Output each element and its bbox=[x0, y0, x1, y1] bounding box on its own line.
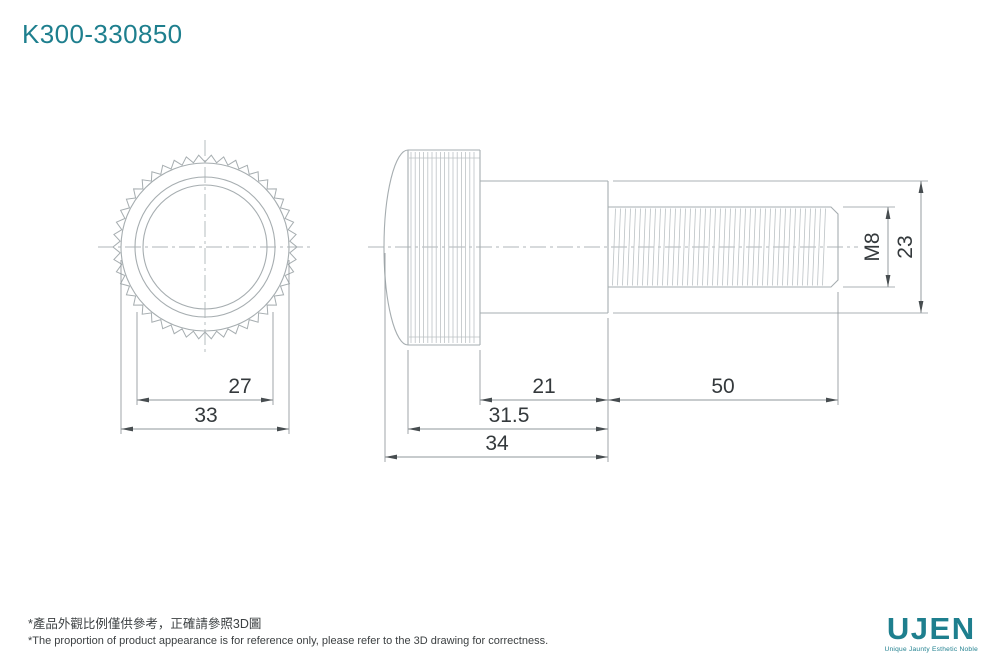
knurl-serration-ring bbox=[112, 154, 298, 340]
knob-rim-circle bbox=[134, 176, 276, 318]
knob-outer-circle bbox=[120, 162, 290, 332]
dim-collar-length: 21 bbox=[532, 375, 555, 398]
note-english: *The proportion of product appearance is… bbox=[28, 635, 549, 647]
front-view bbox=[112, 154, 298, 340]
dim-head-length: 31.5 bbox=[489, 404, 530, 427]
dim-total-head-length: 34 bbox=[485, 432, 509, 455]
part-number: K300-330850 bbox=[22, 19, 183, 49]
ujen-logo: UJEN Unique Jaunty Esthetic Noble bbox=[884, 613, 978, 653]
footer-notes: *產品外觀比例僅供參考，正確請參照3D圖 *The proportion of … bbox=[28, 613, 548, 647]
note-chinese: *產品外觀比例僅供參考，正確請參照3D圖 bbox=[28, 617, 262, 631]
logo-tagline: Unique Jaunty Esthetic Noble bbox=[884, 646, 978, 653]
logo-wordmark: UJEN bbox=[886, 611, 976, 646]
dimension-lines bbox=[121, 181, 924, 460]
knob-inner-circle bbox=[142, 184, 268, 310]
dimension-labels: 27 33 21 50 31.5 34 M8 23 bbox=[194, 232, 917, 455]
extension-lines bbox=[120, 180, 928, 462]
dim-knob-outer-dia: 33 bbox=[194, 404, 217, 427]
dim-collar-dia: 23 bbox=[894, 235, 917, 258]
dim-thread-spec: M8 bbox=[861, 232, 884, 261]
dim-thread-length: 50 bbox=[711, 375, 734, 398]
thread-outline bbox=[608, 206, 839, 288]
side-view bbox=[383, 149, 839, 346]
knurl-texture bbox=[410, 152, 475, 343]
knob-dome-arc bbox=[383, 149, 409, 346]
dim-knob-inner-dia: 27 bbox=[228, 375, 251, 398]
centerlines bbox=[98, 140, 858, 354]
thread-texture bbox=[612, 208, 826, 286]
